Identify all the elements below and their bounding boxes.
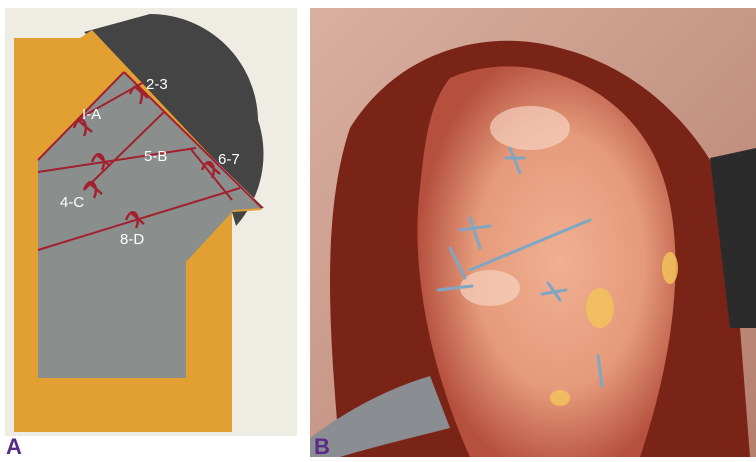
- fat-patch: [662, 252, 678, 284]
- label-1-a: I-A: [82, 106, 101, 123]
- highlight: [460, 270, 520, 306]
- label-8-d: 8-D: [120, 231, 144, 248]
- label-2-3: 2-3: [146, 76, 168, 93]
- panel-a-diagram: 2-3 I-A 5-B 6-7 4-C 8-D: [0, 0, 300, 457]
- label-5-b: 5-B: [144, 148, 167, 165]
- panel-letter-a: A: [6, 436, 22, 458]
- label-6-7: 6-7: [218, 151, 240, 168]
- panel-letter-b: B: [314, 436, 330, 458]
- fat-patch: [586, 288, 614, 328]
- panel-b-photo: [310, 8, 756, 457]
- surgical-photo: [310, 8, 756, 457]
- label-4-c: 4-C: [60, 194, 84, 211]
- highlight: [490, 106, 570, 150]
- flap-diagram: 2-3 I-A 5-B 6-7 4-C 8-D: [0, 0, 300, 457]
- fat-patch: [550, 390, 570, 406]
